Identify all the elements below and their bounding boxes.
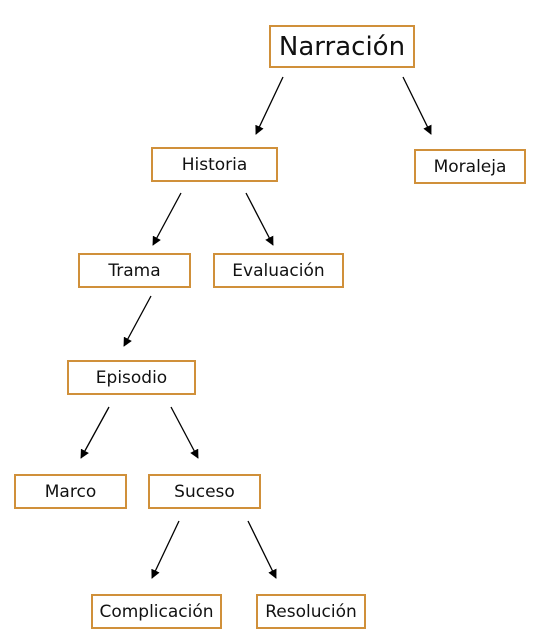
node-marco: Marco [14,474,127,509]
node-episodio: Episodio [67,360,196,395]
arrow-suceso-resolucion [247,520,277,579]
node-moraleja: Moraleja [414,149,526,184]
node-suceso: Suceso [148,474,261,509]
node-trama: Trama [78,253,191,288]
node-resolucion: Resolución [256,594,366,629]
node-historia: Historia [151,147,278,182]
arrow-narracion-moraleja [402,76,432,135]
node-evaluacion: Evaluación [213,253,344,288]
arrow-trama-episodio [123,295,152,347]
arrow-historia-trama [152,192,182,246]
node-complicacion: Complicación [91,594,222,629]
arrow-narracion-historia [255,76,284,135]
arrow-historia-evaluacion [245,192,274,246]
arrow-suceso-complicacion [151,520,180,579]
arrow-episodio-marco [80,406,110,459]
node-narracion: Narración [269,25,415,68]
arrow-episodio-suceso [170,406,199,459]
